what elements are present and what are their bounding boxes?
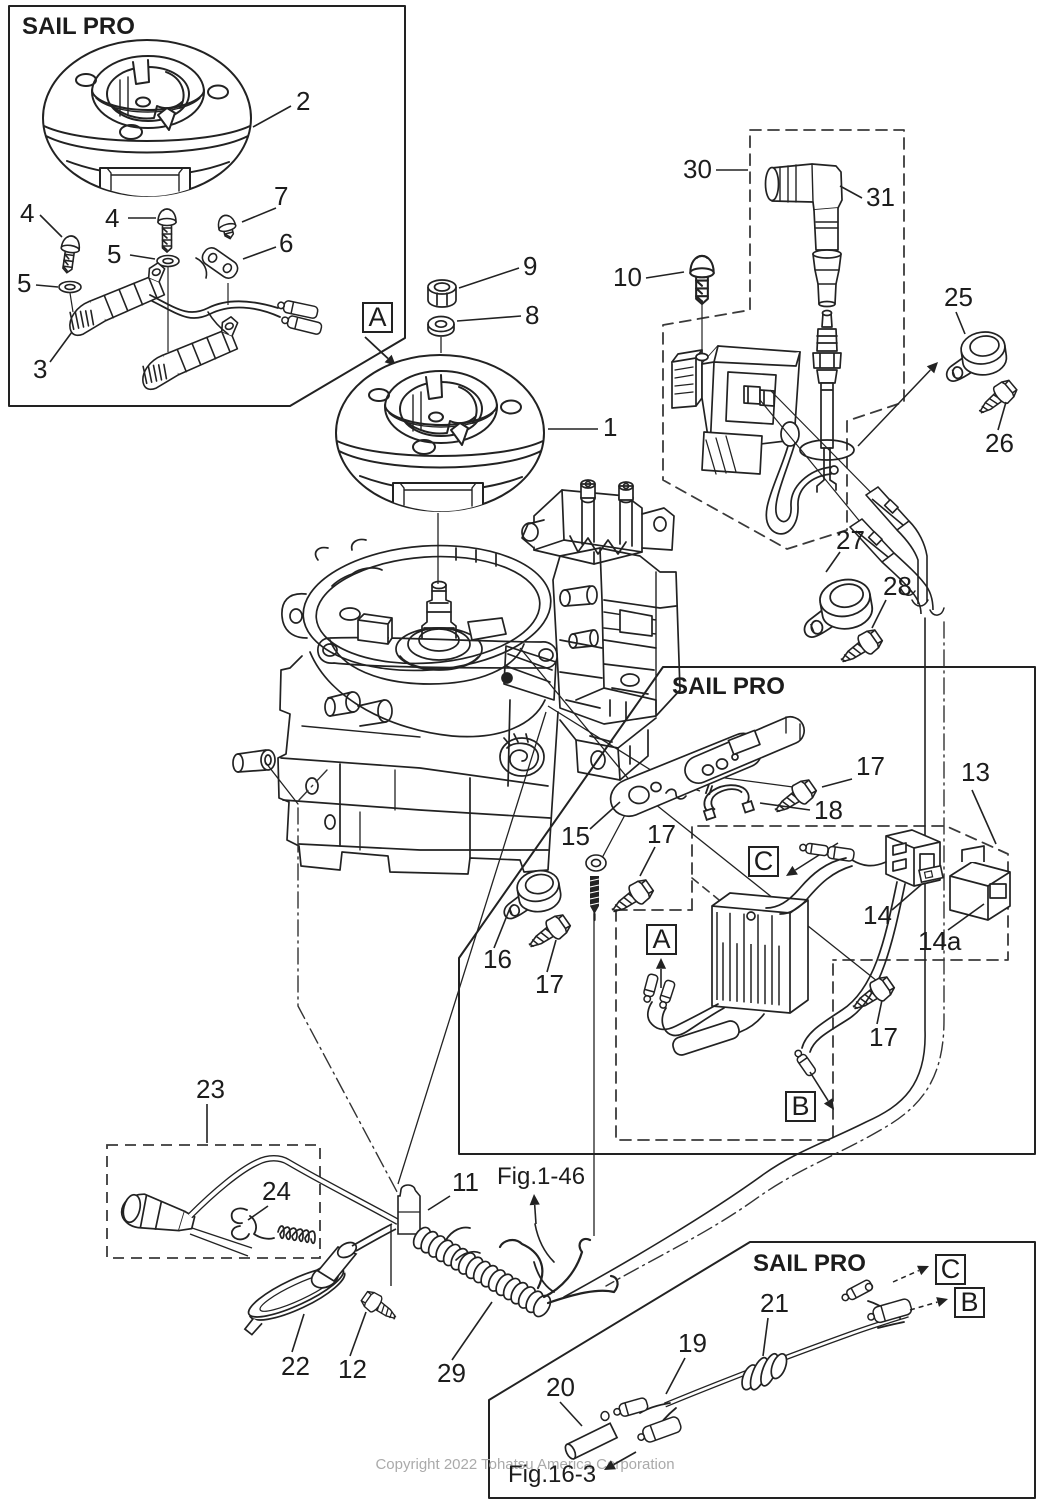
svg-text:25: 25 bbox=[944, 282, 973, 312]
svg-text:14: 14 bbox=[863, 900, 892, 930]
svg-text:20: 20 bbox=[546, 1372, 575, 1402]
svg-text:C: C bbox=[941, 1254, 961, 1284]
svg-text:31: 31 bbox=[866, 182, 895, 212]
svg-text:11: 11 bbox=[452, 1167, 479, 1197]
svg-text:21: 21 bbox=[760, 1288, 789, 1318]
svg-text:27: 27 bbox=[836, 525, 865, 555]
svg-text:1: 1 bbox=[603, 412, 617, 442]
svg-text:17: 17 bbox=[856, 751, 885, 781]
svg-text:SAIL PRO: SAIL PRO bbox=[672, 673, 785, 700]
svg-text:15: 15 bbox=[561, 821, 590, 851]
svg-text:4: 4 bbox=[20, 198, 34, 228]
svg-text:Fig.1-46: Fig.1-46 bbox=[497, 1163, 585, 1190]
svg-text:14a: 14a bbox=[918, 926, 962, 956]
svg-text:5: 5 bbox=[107, 239, 121, 269]
svg-text:18: 18 bbox=[814, 795, 843, 825]
svg-text:28: 28 bbox=[883, 571, 912, 601]
svg-text:B: B bbox=[791, 1091, 809, 1121]
svg-text:26: 26 bbox=[985, 428, 1014, 458]
svg-text:7: 7 bbox=[274, 181, 288, 211]
svg-text:Fig.16-3: Fig.16-3 bbox=[508, 1461, 596, 1488]
svg-text:SAIL PRO: SAIL PRO bbox=[22, 13, 135, 40]
svg-text:16: 16 bbox=[483, 944, 512, 974]
svg-text:13: 13 bbox=[961, 757, 990, 787]
svg-text:3: 3 bbox=[33, 354, 47, 384]
svg-text:8: 8 bbox=[525, 300, 539, 330]
svg-text:SAIL PRO: SAIL PRO bbox=[753, 1250, 866, 1277]
svg-text:17: 17 bbox=[647, 819, 676, 849]
svg-text:17: 17 bbox=[535, 969, 564, 999]
svg-text:23: 23 bbox=[196, 1074, 225, 1104]
svg-text:4: 4 bbox=[105, 203, 119, 233]
svg-text:22: 22 bbox=[281, 1351, 310, 1381]
svg-text:5: 5 bbox=[17, 268, 31, 298]
svg-text:17: 17 bbox=[869, 1022, 898, 1052]
svg-text:C: C bbox=[754, 846, 774, 876]
svg-text:24: 24 bbox=[262, 1176, 291, 1206]
svg-text:30: 30 bbox=[683, 154, 712, 184]
svg-text:B: B bbox=[960, 1287, 978, 1317]
svg-text:6: 6 bbox=[279, 228, 293, 258]
svg-text:A: A bbox=[652, 924, 670, 954]
svg-text:A: A bbox=[368, 302, 386, 332]
svg-text:29: 29 bbox=[437, 1358, 466, 1388]
svg-text:10: 10 bbox=[613, 262, 642, 292]
svg-text:2: 2 bbox=[296, 86, 310, 116]
svg-text:Copyright 2022 Tohatsu America: Copyright 2022 Tohatsu America Corporati… bbox=[375, 1456, 674, 1473]
svg-text:9: 9 bbox=[523, 251, 537, 281]
svg-text:12: 12 bbox=[338, 1354, 367, 1384]
svg-text:19: 19 bbox=[678, 1328, 707, 1358]
